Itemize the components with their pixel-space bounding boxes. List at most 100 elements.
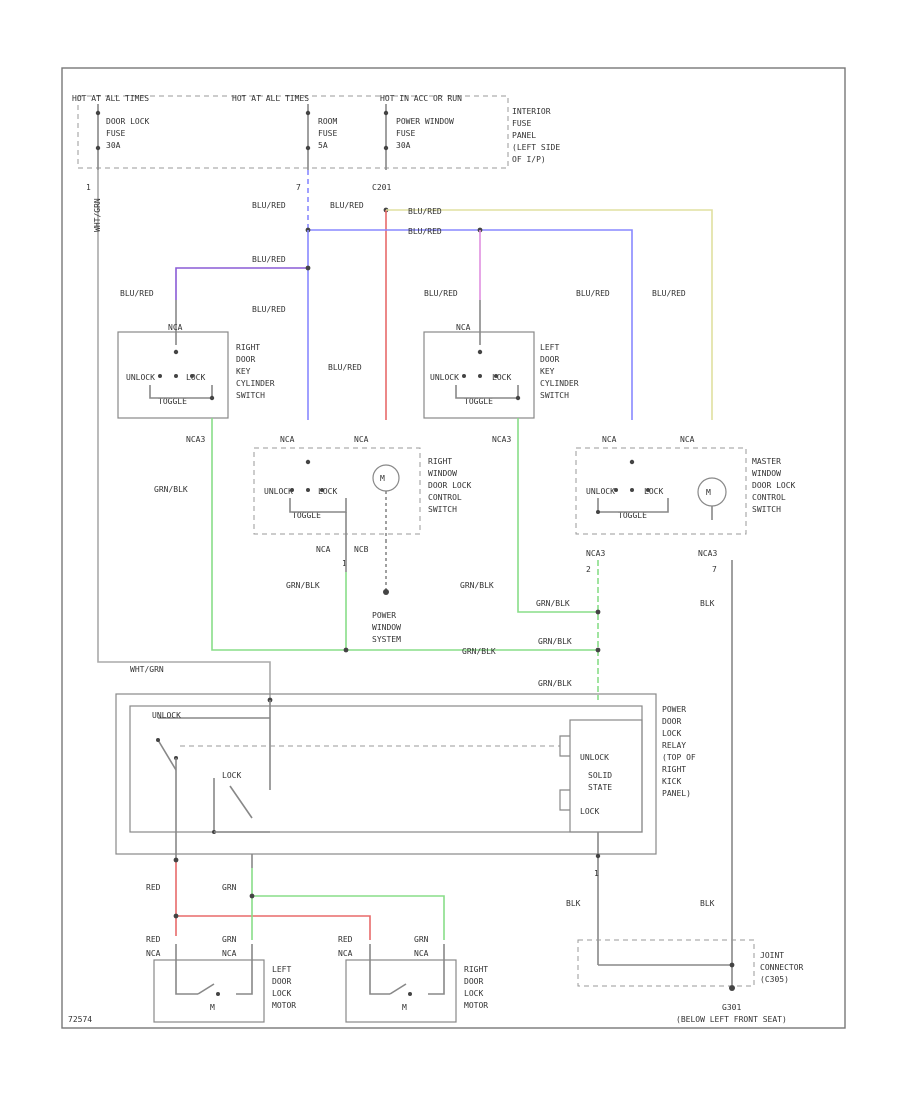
wire-label: GRN xyxy=(414,935,429,944)
wire-label: RED xyxy=(146,883,161,892)
power-door-lock-relay-box xyxy=(115,693,657,855)
fuse-panel-box xyxy=(77,95,509,169)
component-label: MOTOR xyxy=(272,1001,296,1010)
wire-label: BLU/RED xyxy=(408,207,442,216)
relay-inner-box xyxy=(129,705,643,833)
pin-label: 2 xyxy=(586,565,591,574)
relay-text: LOCK xyxy=(580,807,599,816)
pin-label: 1 xyxy=(86,183,91,192)
component-label: DOOR xyxy=(272,977,291,986)
component-label: CYLINDER xyxy=(236,379,275,388)
pin-label: C201 xyxy=(372,183,391,192)
component-label: SYSTEM xyxy=(372,635,401,644)
pin-label: NCA3 xyxy=(586,549,605,558)
fuse2-header: HOT AT ALL TIMES xyxy=(232,94,309,103)
wire-label: BLU/RED xyxy=(252,255,286,264)
fuse1-header: HOT AT ALL TIMES xyxy=(72,94,149,103)
wire-label: RED xyxy=(338,935,353,944)
component-label: CONTROL xyxy=(752,493,786,502)
wire-label: BLU/RED xyxy=(576,289,610,298)
switch-text: TOGGLE xyxy=(618,511,647,520)
motor-symbol: M xyxy=(706,488,711,497)
wire-label: GRN/BLK xyxy=(462,647,496,656)
pin-label: NCA xyxy=(456,323,471,332)
component-label: WINDOW xyxy=(752,469,781,478)
component-label: (C305) xyxy=(760,975,789,984)
wire-label: GRN/BLK xyxy=(286,581,320,590)
wire-label: GRN xyxy=(222,935,237,944)
component-label: RIGHT xyxy=(236,343,260,352)
ground-label: G301 xyxy=(722,1003,741,1012)
wire-label: GRN xyxy=(222,883,237,892)
pin-label: NCA xyxy=(680,435,695,444)
left-door-lock-motor-box xyxy=(153,959,265,1023)
fuse2-label: 5A xyxy=(318,141,328,150)
fuse2-label: FUSE xyxy=(318,129,337,138)
component-label: LOCK xyxy=(662,729,681,738)
wire-label: BLU/RED xyxy=(252,305,286,314)
component-label: RIGHT xyxy=(662,765,686,774)
component-label: RIGHT xyxy=(464,965,488,974)
wire-label: GRN/BLK xyxy=(460,581,494,590)
wire-label: BLU/RED xyxy=(120,289,154,298)
wire-label: BLK xyxy=(566,899,581,908)
joint-connector-box xyxy=(577,939,755,987)
component-label: CYLINDER xyxy=(540,379,579,388)
switch-text: UNLOCK xyxy=(152,711,181,720)
pin-label: 1 xyxy=(594,869,599,878)
component-label: POWER xyxy=(372,611,396,620)
right-door-lock-motor-box xyxy=(345,959,457,1023)
ground-location: (BELOW LEFT FRONT SEAT) xyxy=(676,1015,787,1024)
pin-label: NCA xyxy=(414,949,429,958)
wire-label: GRN/BLK xyxy=(538,679,572,688)
pin-label: NCA xyxy=(602,435,617,444)
component-label: DOOR LOCK xyxy=(752,481,796,490)
motor-symbol: M xyxy=(380,474,385,483)
component-label: KEY xyxy=(236,367,251,376)
component-label: CONNECTOR xyxy=(760,963,804,972)
pin-label: 1 xyxy=(342,559,347,568)
component-label: CONTROL xyxy=(428,493,462,502)
motor-symbol: M xyxy=(402,1003,407,1012)
fuse3-label: 30A xyxy=(396,141,411,150)
fuse1-label: DOOR LOCK xyxy=(106,117,150,126)
left-door-key-switch-box xyxy=(423,331,535,419)
component-label: LOCK xyxy=(464,989,483,998)
wire-label: BLU/RED xyxy=(328,363,362,372)
wire-label: BLU/RED xyxy=(408,227,442,236)
component-label: KEY xyxy=(540,367,555,376)
component-label: LEFT xyxy=(540,343,559,352)
wire-label: RED xyxy=(146,935,161,944)
component-label: SWITCH xyxy=(540,391,569,400)
panel-label: (LEFT SIDE xyxy=(512,143,560,152)
component-label: SWITCH xyxy=(752,505,781,514)
relay-text: SOLID xyxy=(588,771,612,780)
relay-text: STATE xyxy=(588,783,612,792)
pin-label: NCA xyxy=(222,949,237,958)
master-window-switch-box xyxy=(575,447,747,535)
component-label: DOOR xyxy=(236,355,255,364)
wire-label: BLU/RED xyxy=(424,289,458,298)
wire-label: GRN/BLK xyxy=(154,485,188,494)
wire-label: WHT/GRN xyxy=(130,665,164,674)
component-label: KICK xyxy=(662,777,681,786)
switch-text: UNLOCK xyxy=(430,373,459,382)
component-label: (TOP OF xyxy=(662,753,696,762)
wire-label: BLU/RED xyxy=(330,201,364,210)
component-label: DOOR xyxy=(540,355,559,364)
component-label: WINDOW xyxy=(372,623,401,632)
component-label: PANEL) xyxy=(662,789,691,798)
pin-label: NCA xyxy=(168,323,183,332)
switch-text: LOCK xyxy=(222,771,241,780)
right-window-switch-box xyxy=(253,447,421,535)
panel-label: INTERIOR xyxy=(512,107,551,116)
relay-solid-state-box xyxy=(569,719,643,833)
wire-label: BLK xyxy=(700,599,715,608)
component-label: SWITCH xyxy=(428,505,457,514)
component-label: DOOR LOCK xyxy=(428,481,472,490)
figure-code: 72574 xyxy=(68,1015,92,1024)
pin-label: NCA3 xyxy=(186,435,205,444)
component-label: MOTOR xyxy=(464,1001,488,1010)
switch-text: TOGGLE xyxy=(464,397,493,406)
switch-text: LOCK xyxy=(492,373,511,382)
